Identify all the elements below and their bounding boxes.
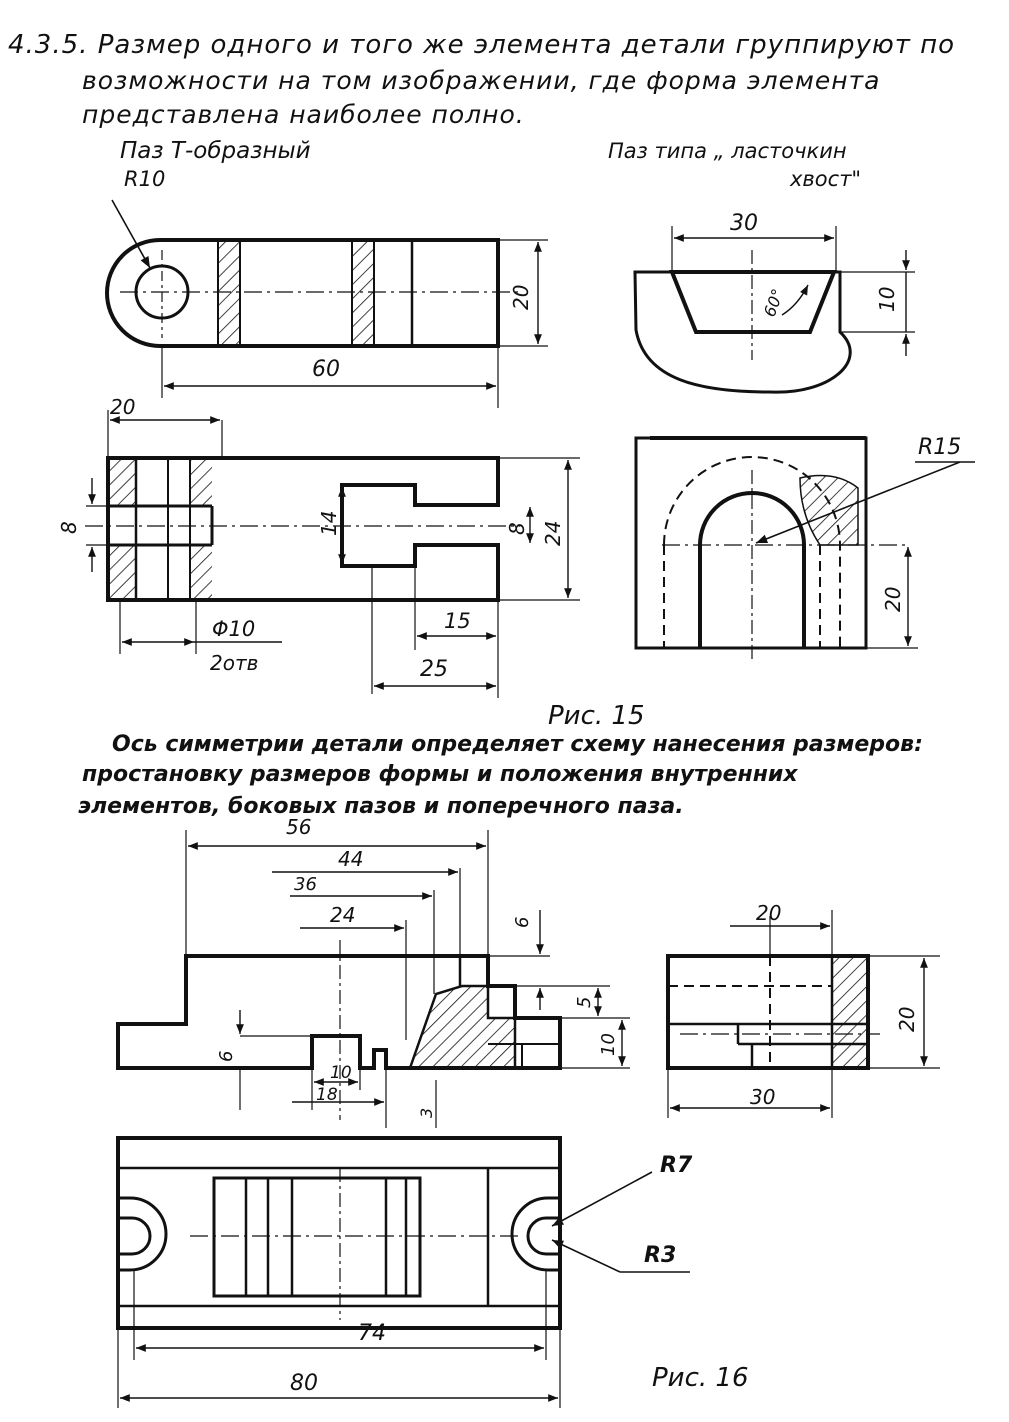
dim-6-b: 6: [216, 1051, 237, 1062]
fig15-dovetail-section: Паз типа „ ласточкин хвост" 30 60° 10: [608, 139, 915, 394]
dim-14: 14: [317, 511, 341, 536]
label-dovetail-1: Паз типа „ ласточкин: [608, 139, 847, 163]
fig16-front-view: 56 44 36 24 6 5 10 6 10 18 3: [116, 815, 630, 1128]
dim-5: 5: [574, 997, 595, 1008]
dim-30-a: 30: [730, 211, 758, 236]
dim-10-a: 10: [598, 1033, 619, 1056]
dim-20-c: 20: [881, 587, 905, 612]
dim-20-b: 20: [110, 395, 135, 419]
dim-56: 56: [286, 815, 311, 839]
dim-24: 24: [541, 521, 565, 546]
dim-3: 3: [417, 1108, 436, 1118]
dim-60: 60: [312, 357, 340, 382]
dim-r15: R15: [918, 435, 961, 460]
section-text-3: представлена наиболее полно.: [82, 100, 525, 129]
fig15-dovetail-front: R15 20: [634, 435, 975, 660]
dim-36: 36: [294, 874, 317, 895]
dim-10-a: 10: [875, 287, 899, 312]
fig16-top-view: R7 R3 74 80: [116, 1136, 693, 1408]
explain-text-3: элементов, боковых пазов и поперечного п…: [78, 794, 684, 819]
caption-fig16: Рис. 16: [652, 1363, 748, 1393]
dim-18: 18: [316, 1085, 338, 1105]
dim-8-a: 8: [57, 521, 81, 534]
dim-44: 44: [338, 847, 363, 871]
section-text-1: Размер одного и того же элемента детали …: [97, 30, 956, 60]
dim-20-a: 20: [509, 285, 533, 310]
dim-holes: 2отв: [210, 651, 258, 675]
explain-text-1: Ось симметрии детали определяет схему на…: [112, 732, 923, 757]
dim-phi10: Φ10: [212, 617, 255, 641]
fig15-tslot-front-section: 20 8 14 8 24 Φ10 2отв 15 25: [57, 395, 580, 698]
dim-25: 25: [420, 657, 448, 682]
section-number: 4.3.5.: [8, 30, 89, 60]
dim-80: 80: [290, 1371, 318, 1396]
dim-20-a: 20: [756, 901, 781, 925]
dim-20-b: 20: [895, 1007, 919, 1032]
dim-8-b: 8: [505, 522, 529, 535]
dim-r10: R10: [124, 167, 165, 191]
dim-r7: R7: [660, 1153, 693, 1178]
explain-text-2: простановку размеров формы и положения в…: [82, 762, 798, 787]
dim-30: 30: [750, 1085, 775, 1109]
section-text-2: возможности на том изображении, где форм…: [82, 66, 881, 95]
label-dovetail-2: хвост": [789, 167, 861, 191]
fig16-side-view: 20 20 30: [666, 901, 940, 1118]
caption-fig15: Рис. 15: [548, 701, 644, 731]
dim-24: 24: [330, 903, 355, 927]
dim-74: 74: [358, 1321, 386, 1346]
dim-15: 15: [444, 609, 471, 633]
section-heading-line-1: 4.3.5. Размер одного и того же элемента …: [8, 28, 955, 62]
dim-6-a: 6: [512, 917, 533, 928]
label-tslot: Паз Т-образный: [120, 138, 311, 164]
fig15-tslot-top-view: Паз Т-образный R10 20 60: [105, 138, 548, 408]
dim-r3: R3: [644, 1243, 676, 1268]
dim-10-b: 10: [330, 1063, 352, 1083]
